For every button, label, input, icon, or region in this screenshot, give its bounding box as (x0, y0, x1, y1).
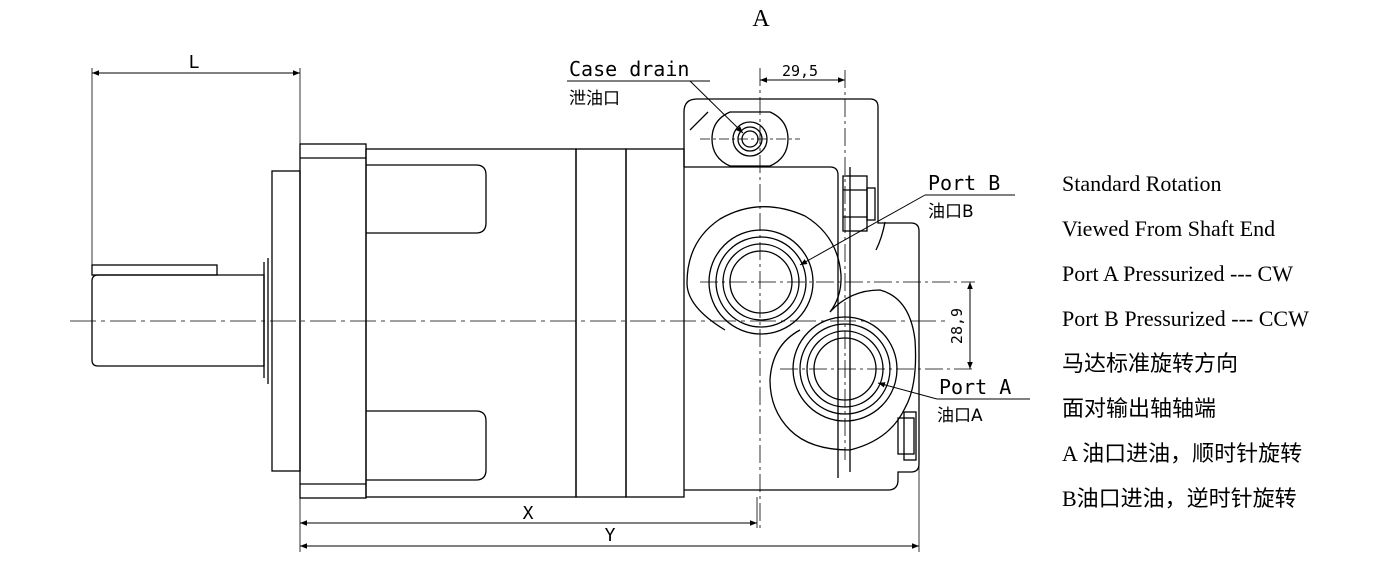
note-cn-port-b-ccw: B油口进油，逆时针旋转 (1062, 486, 1297, 511)
note-cn-port-a-cw: A 油口进油，顺时针旋转 (1062, 441, 1303, 466)
port-a-label-cn: 油口A (937, 406, 983, 426)
case-drain-label-cn: 泄油口 (569, 89, 620, 109)
output-shaft (91, 258, 269, 384)
port-b-label-cn: 油口B (928, 202, 974, 222)
dim-port-spacing-label: 28,9 (948, 308, 966, 344)
port-b-boss (686, 206, 842, 335)
note-port-b-ccw: Port B Pressurized --- CCW (1062, 306, 1309, 331)
case-drain-label: Case drain (569, 57, 689, 81)
dim-y-label: Y (605, 525, 616, 546)
note-port-a-cw: Port A Pressurized --- CW (1062, 261, 1293, 286)
port-b-label: Port B (928, 171, 1000, 195)
dim-drain-offset-label: 29,5 (782, 62, 818, 80)
motor-body (365, 148, 685, 498)
dim-x-label: X (523, 503, 534, 524)
view-label: A (752, 6, 770, 32)
note-cn-facing-shaft: 面对输出轴轴端 (1062, 396, 1217, 421)
port-centerlines (91, 68, 975, 552)
note-viewed-from-shaft: Viewed From Shaft End (1062, 216, 1276, 241)
valve-housing (683, 98, 920, 491)
lower-bolt (897, 411, 917, 461)
leader-lines (567, 80, 1030, 400)
port-a-label: Port A (939, 375, 1011, 399)
rotation-notes: Standard Rotation Viewed From Shaft End … (1062, 168, 1382, 528)
dimension-lines (92, 70, 973, 549)
note-cn-standard-rotation: 马达标准旋转方向 (1062, 351, 1239, 376)
upper-bolt (842, 175, 876, 232)
rotation-arc (875, 221, 886, 251)
dim-l-label: L (189, 52, 200, 73)
note-standard-rotation: Standard Rotation (1062, 171, 1222, 196)
